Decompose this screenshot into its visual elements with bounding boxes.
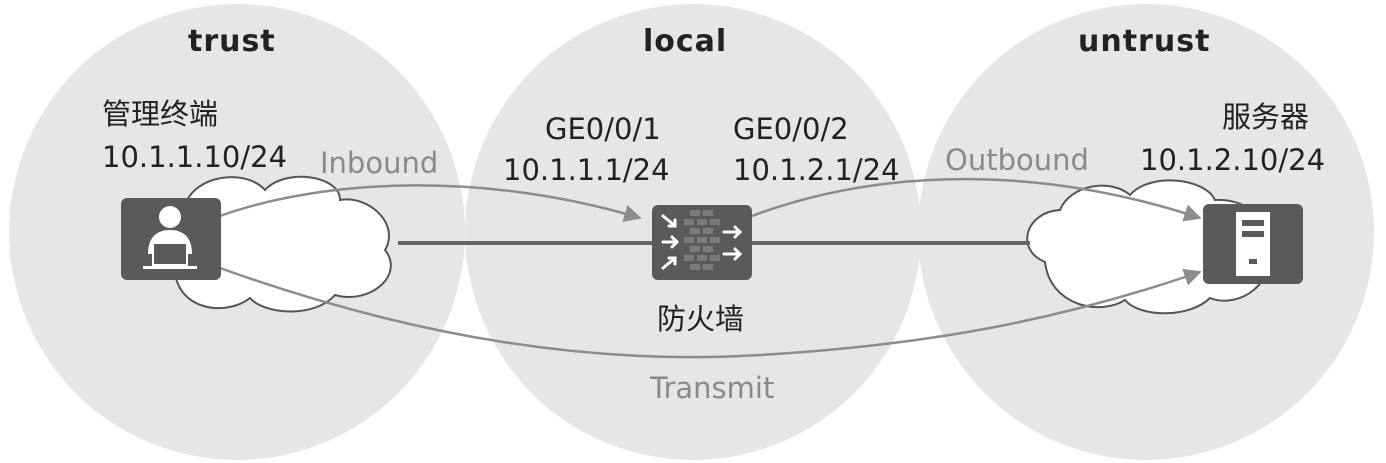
trust-zone-label: trust xyxy=(188,24,276,59)
local-zone-label: local xyxy=(643,24,728,59)
server-name: 服务器 xyxy=(1222,100,1310,134)
terminal-ip: 10.1.1.10/24 xyxy=(102,140,288,174)
transmit-label: Transmit xyxy=(650,371,775,405)
firewall-icon xyxy=(652,205,752,280)
terminal-name: 管理终端 xyxy=(102,97,219,131)
port2-name: GE0/0/2 xyxy=(733,112,849,146)
port1-name: GE0/0/1 xyxy=(545,112,661,146)
port2-ip: 10.1.2.1/24 xyxy=(733,153,900,187)
terminal-icon xyxy=(121,198,221,280)
inbound-flow-arrow xyxy=(219,184,642,222)
untrust-zone-label: untrust xyxy=(1078,24,1211,59)
server-icon xyxy=(1203,204,1303,284)
port1-ip: 10.1.1.1/24 xyxy=(503,153,670,187)
server-ip: 10.1.2.10/24 xyxy=(1140,143,1326,177)
firewall-name: 防火墙 xyxy=(657,302,745,336)
transmit-flow-arrow xyxy=(219,266,1202,359)
outbound-flow-arrow xyxy=(751,177,1202,222)
outbound-label: Outbound xyxy=(945,143,1089,177)
inbound-label: Inbound xyxy=(320,146,439,180)
